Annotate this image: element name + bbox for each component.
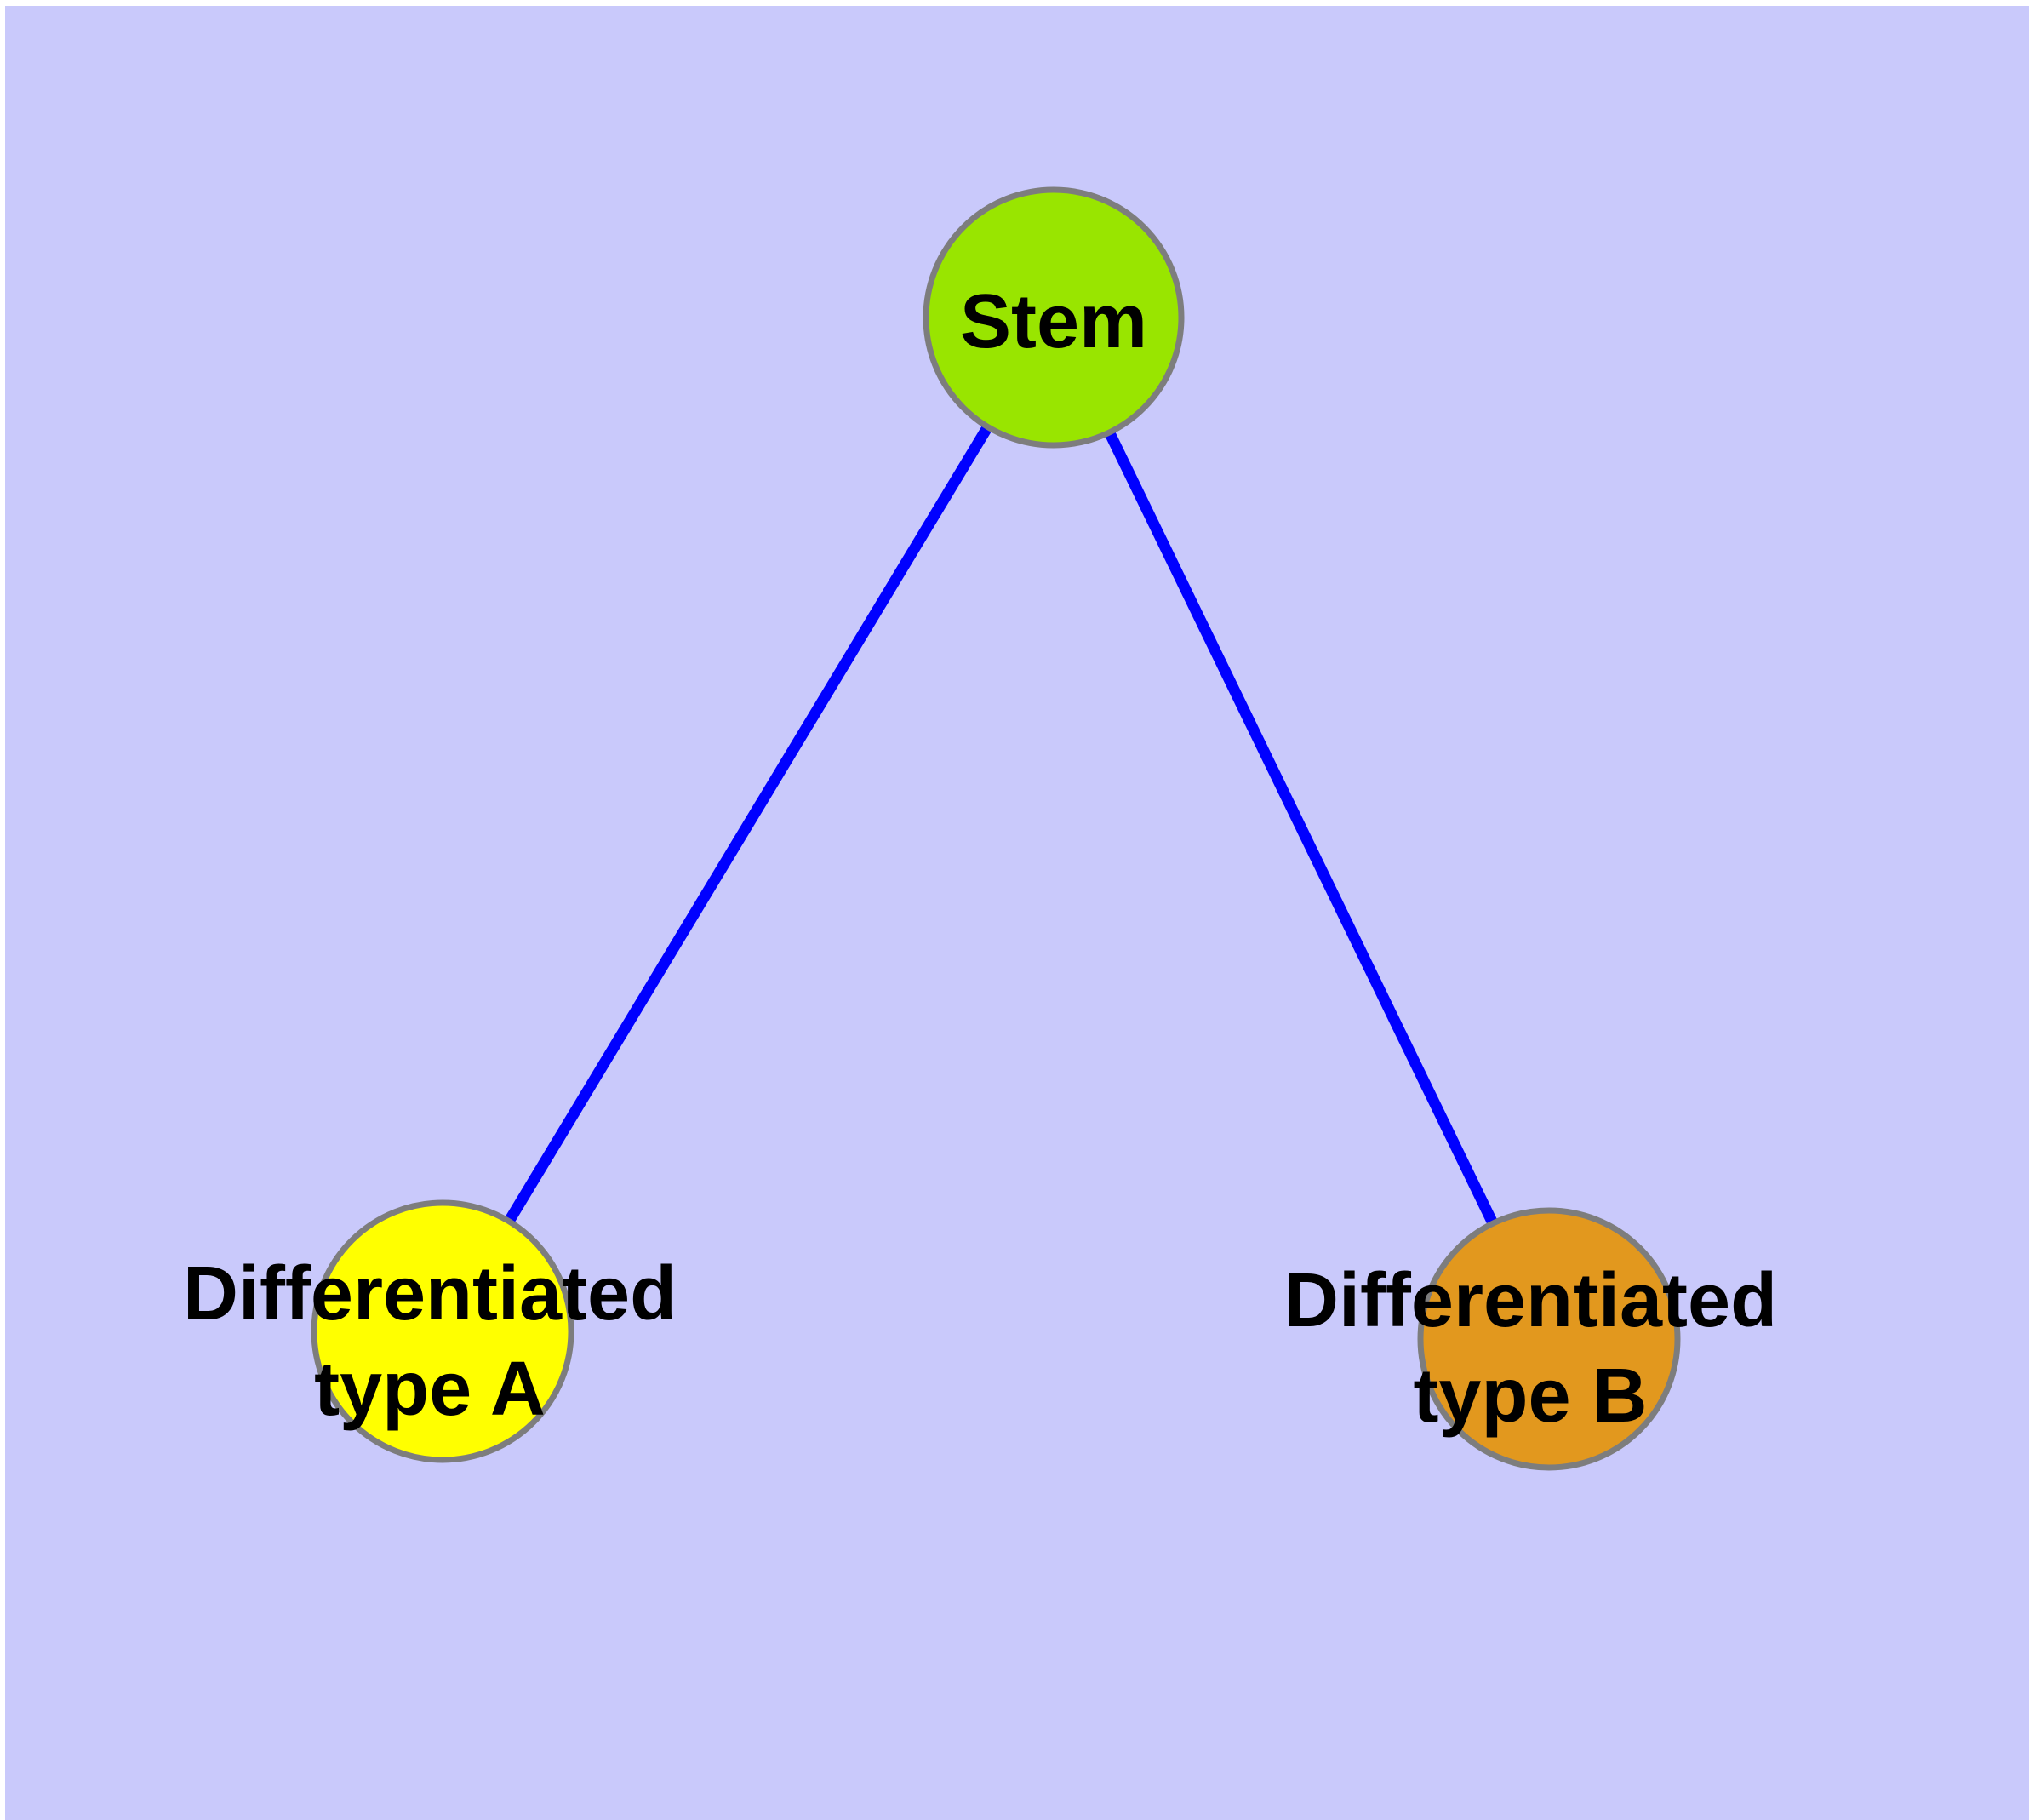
node-differentiated-type-b-circle	[1417, 1207, 1681, 1471]
node-stem-circle	[923, 186, 1185, 449]
edge-stem-to-type-a	[437, 314, 1059, 1335]
node-label-differentiated-type-a: Differentiated type A	[183, 1246, 677, 1437]
node-differentiated-type-a-circle	[311, 1199, 574, 1463]
node-label-differentiated-type-a-line1: Differentiated	[182, 1251, 677, 1336]
node-label-differentiated-type-b: Differentiated type B	[1283, 1253, 1777, 1444]
node-label-stem: Stem	[960, 274, 1147, 369]
node-label-stem-line1: Stem	[959, 279, 1148, 364]
node-label-differentiated-type-b-line2: type B	[1413, 1354, 1648, 1439]
node-label-differentiated-type-a-line2: type A	[314, 1347, 546, 1432]
edge-stem-to-type-b	[1049, 315, 1554, 1342]
node-label-differentiated-type-b-line1: Differentiated	[1283, 1258, 1778, 1343]
